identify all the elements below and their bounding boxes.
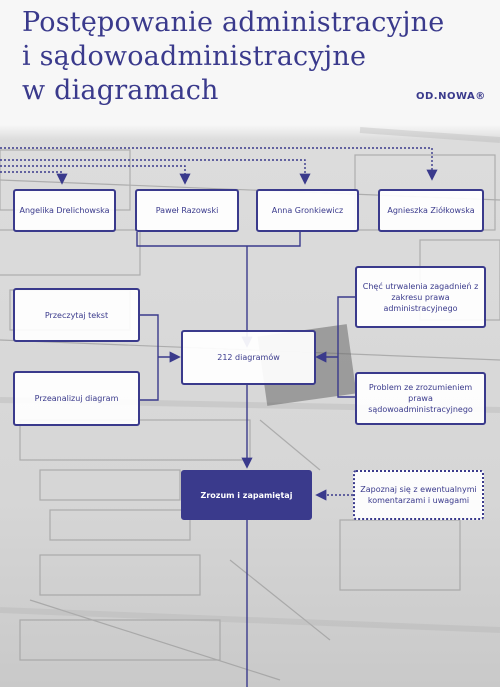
author-box-1: Angelika Drelichowska — [13, 189, 116, 232]
read-text-label: Przeczytaj tekst — [44, 310, 109, 320]
understand-remember-box: Zrozum i zapamiętaj — [181, 470, 312, 520]
understand-remember-label: Zrozum i zapamiętaj — [200, 490, 293, 500]
comments-hint-label: Zapoznaj się z ewentualnymi komentarzami… — [360, 485, 477, 505]
title-line-3: w diagramach — [22, 75, 219, 106]
author-name-2: Paweł Razowski — [155, 206, 219, 215]
author-box-2: Paweł Razowski — [135, 189, 239, 232]
author-box-3: Anna Gronkiewicz — [256, 189, 359, 232]
author-name-4: Agnieszka Ziółkowska — [387, 206, 475, 215]
title-line-1: Postępowanie administracyjne — [22, 7, 445, 38]
author-name-3: Anna Gronkiewicz — [271, 206, 344, 215]
analyze-diagram-box: Przeanalizuj diagram — [13, 371, 140, 426]
problem-box: Problem ze zrozumieniem prawa sądowoadmi… — [355, 372, 486, 425]
comments-hint-box: Zapoznaj się z ewentualnymi komentarzami… — [353, 470, 484, 520]
publisher-logo: OD.NOWA® — [416, 91, 486, 102]
read-text-box: Przeczytaj tekst — [13, 288, 140, 342]
diagram-count-box: 212 diagramów — [181, 330, 316, 385]
author-name-1: Angelika Drelichowska — [19, 206, 110, 215]
book-title: Postępowanie administracyjne i sądowoadm… — [22, 6, 492, 108]
motivation-box: Chęć utrwalenia zagadnień z zakresu praw… — [355, 266, 486, 328]
problem-label: Problem ze zrozumieniem prawa sądowoadmi… — [368, 383, 473, 414]
diagram-count-label: 212 diagramów — [217, 353, 280, 362]
motivation-label: Chęć utrwalenia zagadnień z zakresu praw… — [362, 281, 479, 313]
title-line-2: i sądowoadministracyjne — [22, 41, 367, 72]
analyze-diagram-label: Przeanalizuj diagram — [34, 394, 119, 403]
author-box-4: Agnieszka Ziółkowska — [378, 189, 484, 232]
